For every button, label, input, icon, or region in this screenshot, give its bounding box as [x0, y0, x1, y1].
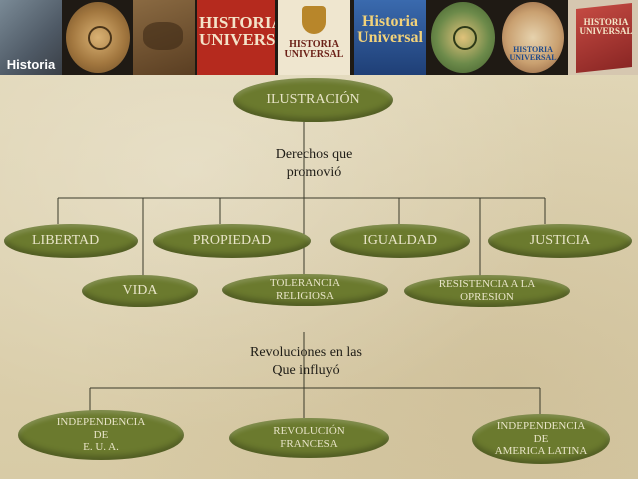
- thumbnail-students-collage: Historia: [0, 0, 62, 75]
- thumbnail-world-map: [133, 0, 195, 75]
- node-independencia-eua: INDEPENDENCIA DE E. U. A.: [18, 410, 184, 460]
- node-libertad: LIBERTAD: [4, 224, 138, 258]
- node-label: INDEPENDENCIA DE E. U. A.: [56, 416, 146, 454]
- connector-label-derechos: Derechos que promovió: [275, 147, 353, 181]
- thumbnail-caption: Historia Universal: [357, 13, 423, 46]
- thumbnail-clock-disc-icon: [66, 2, 130, 73]
- node-revolucion-francesa: REVOLUCIÓN FRANCESA: [229, 418, 389, 458]
- thumbnail-caption: HISTORIA UNIVERSAL: [509, 45, 557, 62]
- header-banner: Historia HISTORIA UNIVERSAL HISTORIA UNI…: [0, 0, 638, 75]
- thumbnail-collage-disc: HISTORIA UNIVERSAL: [502, 2, 564, 73]
- thumbnail-caption: HISTORIA UNIVERSAL: [199, 13, 275, 49]
- thumbnail-historia-universal-blue: Historia Universal: [354, 0, 426, 75]
- node-label: RESISTENCIA A LA OPRESION: [438, 278, 536, 303]
- node-label: ILUSTRACIÓN: [266, 91, 360, 107]
- node-ilustracion: ILUSTRACIÓN: [233, 78, 393, 122]
- thumbnail-clock-disc-2-icon: [431, 2, 495, 73]
- node-independencia-america-latina: INDEPENDENCIA DE AMERICA LATINA: [472, 414, 610, 464]
- thumbnail-book-cover: HISTORIA UNIVERSAL: [568, 0, 638, 75]
- node-propiedad: PROPIEDAD: [153, 224, 311, 258]
- node-label: TOLERANCIA RELIGIOSA: [269, 277, 341, 302]
- node-resistencia-opresion: RESISTENCIA A LA OPRESION: [404, 275, 570, 307]
- node-label: IGUALDAD: [363, 232, 437, 248]
- node-label: INDEPENDENCIA DE AMERICA LATINA: [494, 420, 588, 458]
- node-label: JUSTICIA: [529, 232, 591, 248]
- connector-label-revoluciones: Revoluciones en las Que influyó: [250, 345, 362, 379]
- node-vida: VIDA: [82, 275, 198, 307]
- thumbnail-historia-universal-crest: HISTORIA UNIVERSAL: [278, 0, 350, 75]
- thumbnail-caption: HISTORIA UNIVERSAL: [284, 39, 344, 60]
- node-label: REVOLUCIÓN FRANCESA: [273, 425, 345, 450]
- node-label: LIBERTAD: [32, 232, 100, 248]
- thumbnail-historia-universal-red: HISTORIA UNIVERSAL: [197, 0, 275, 75]
- node-tolerancia-religiosa: TOLERANCIA RELIGIOSA: [222, 274, 388, 306]
- node-justicia: JUSTICIA: [488, 224, 632, 258]
- thumbnail-caption: Historia: [6, 57, 56, 72]
- node-label: VIDA: [122, 282, 158, 298]
- node-label: PROPIEDAD: [192, 232, 272, 248]
- node-igualdad: IGUALDAD: [330, 224, 470, 258]
- thumbnail-caption: HISTORIA UNIVERSAL: [579, 17, 633, 36]
